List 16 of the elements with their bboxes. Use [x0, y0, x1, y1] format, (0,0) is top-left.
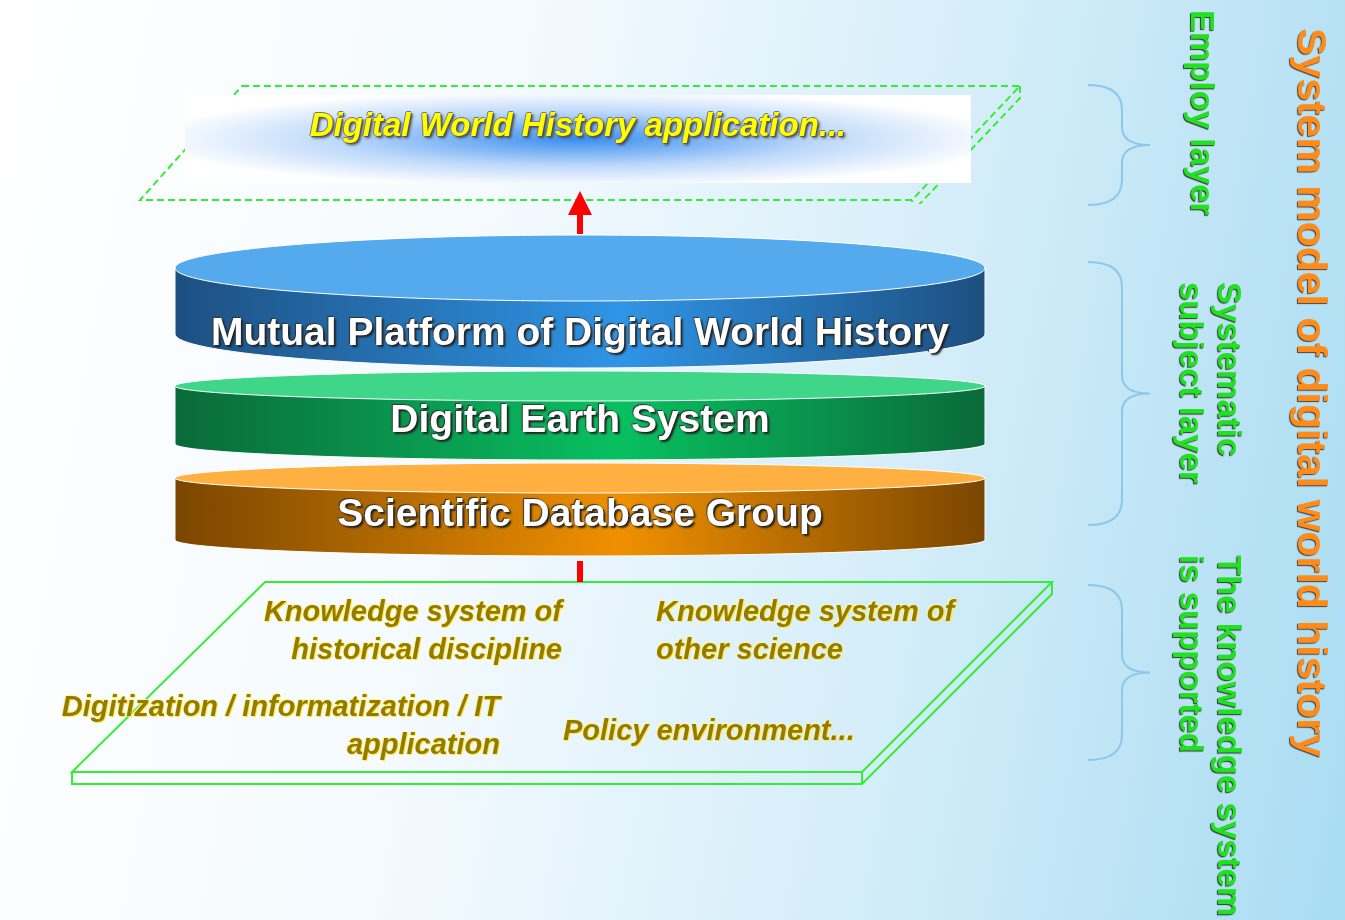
layer-label: Employ layer: [1183, 10, 1221, 216]
layer-title: Digital World History application...: [308, 106, 848, 144]
layer-title: Mutual Platform of Digital World History: [209, 310, 951, 354]
layer-label: Systematic subject layer: [1172, 282, 1248, 486]
layer-title: Scientific Database Group: [336, 491, 824, 535]
arrow: [568, 191, 592, 234]
knowledge-label: Policy environment...: [563, 713, 856, 748]
application-plane: [138, 84, 1022, 204]
cylinder-layer: [174, 462, 986, 558]
knowledge-label: Knowledge system of other science: [656, 594, 958, 667]
layer-title: Digital Earth System: [389, 397, 771, 441]
cylinder-layer: [174, 234, 986, 370]
cylinder-layer: [174, 370, 986, 462]
connector-line: [577, 561, 583, 582]
title: System model of digital world history: [1288, 28, 1335, 757]
layer-label: The knowledge system is supported: [1172, 555, 1248, 919]
